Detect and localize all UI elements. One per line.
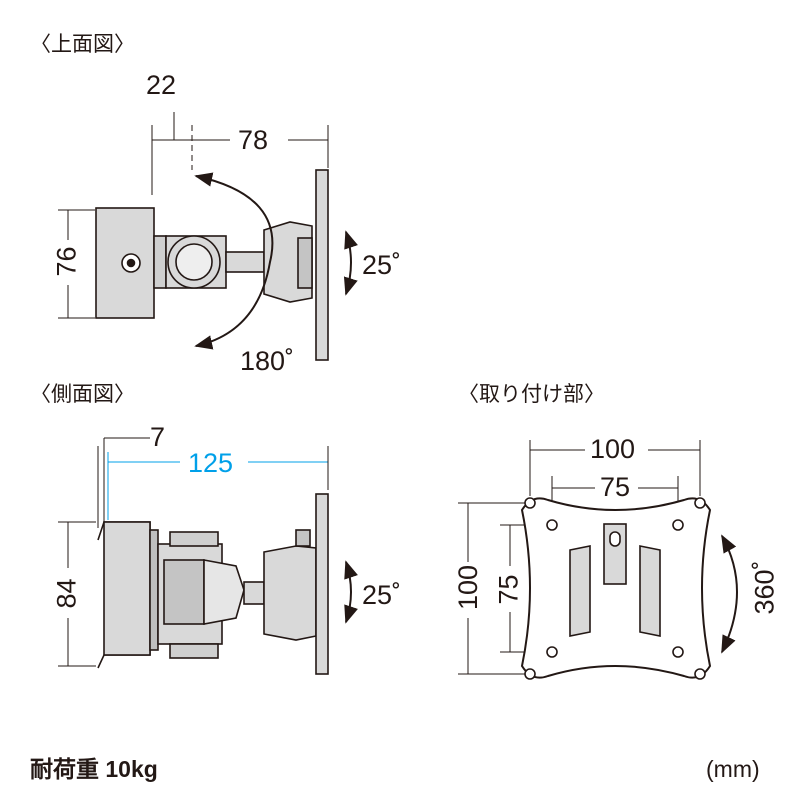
side-view-title: 〈側面図〉 [30,383,135,406]
mount-inner-width-dimension: 75 [600,472,631,502]
top-view-depth-dimension: 78 [238,125,269,155]
load-capacity: 耐荷重 10kg [30,756,158,782]
mount-outer-height-dimension: 100 [453,564,484,611]
unit-label: (mm) [706,756,760,782]
top-view-drawing [58,112,358,361]
mount-view-drawing [458,440,738,680]
top-view-offset-dimension: 22 [146,70,177,100]
top-view-height-dimension: 76 [51,246,82,277]
side-view-tilt-angle: 25˚ [362,580,402,610]
mount-inner-height-dimension: 75 [493,574,524,605]
top-view-title: 〈上面図〉 [30,33,135,56]
side-view-drawing [58,437,358,675]
top-view-swivel-angle: 180˚ [240,346,295,376]
side-view-offset-dimension: 7 [150,422,166,452]
side-view-height-dimension: 84 [51,578,82,609]
top-view-tilt-angle: 25˚ [362,250,402,280]
mount-outer-width-dimension: 100 [590,434,636,464]
mount-view-title: 〈取り付け部〉 [458,383,605,406]
side-view-extension-dimension: 125 [188,448,234,478]
mount-rotation-angle: 360˚ [749,560,780,615]
